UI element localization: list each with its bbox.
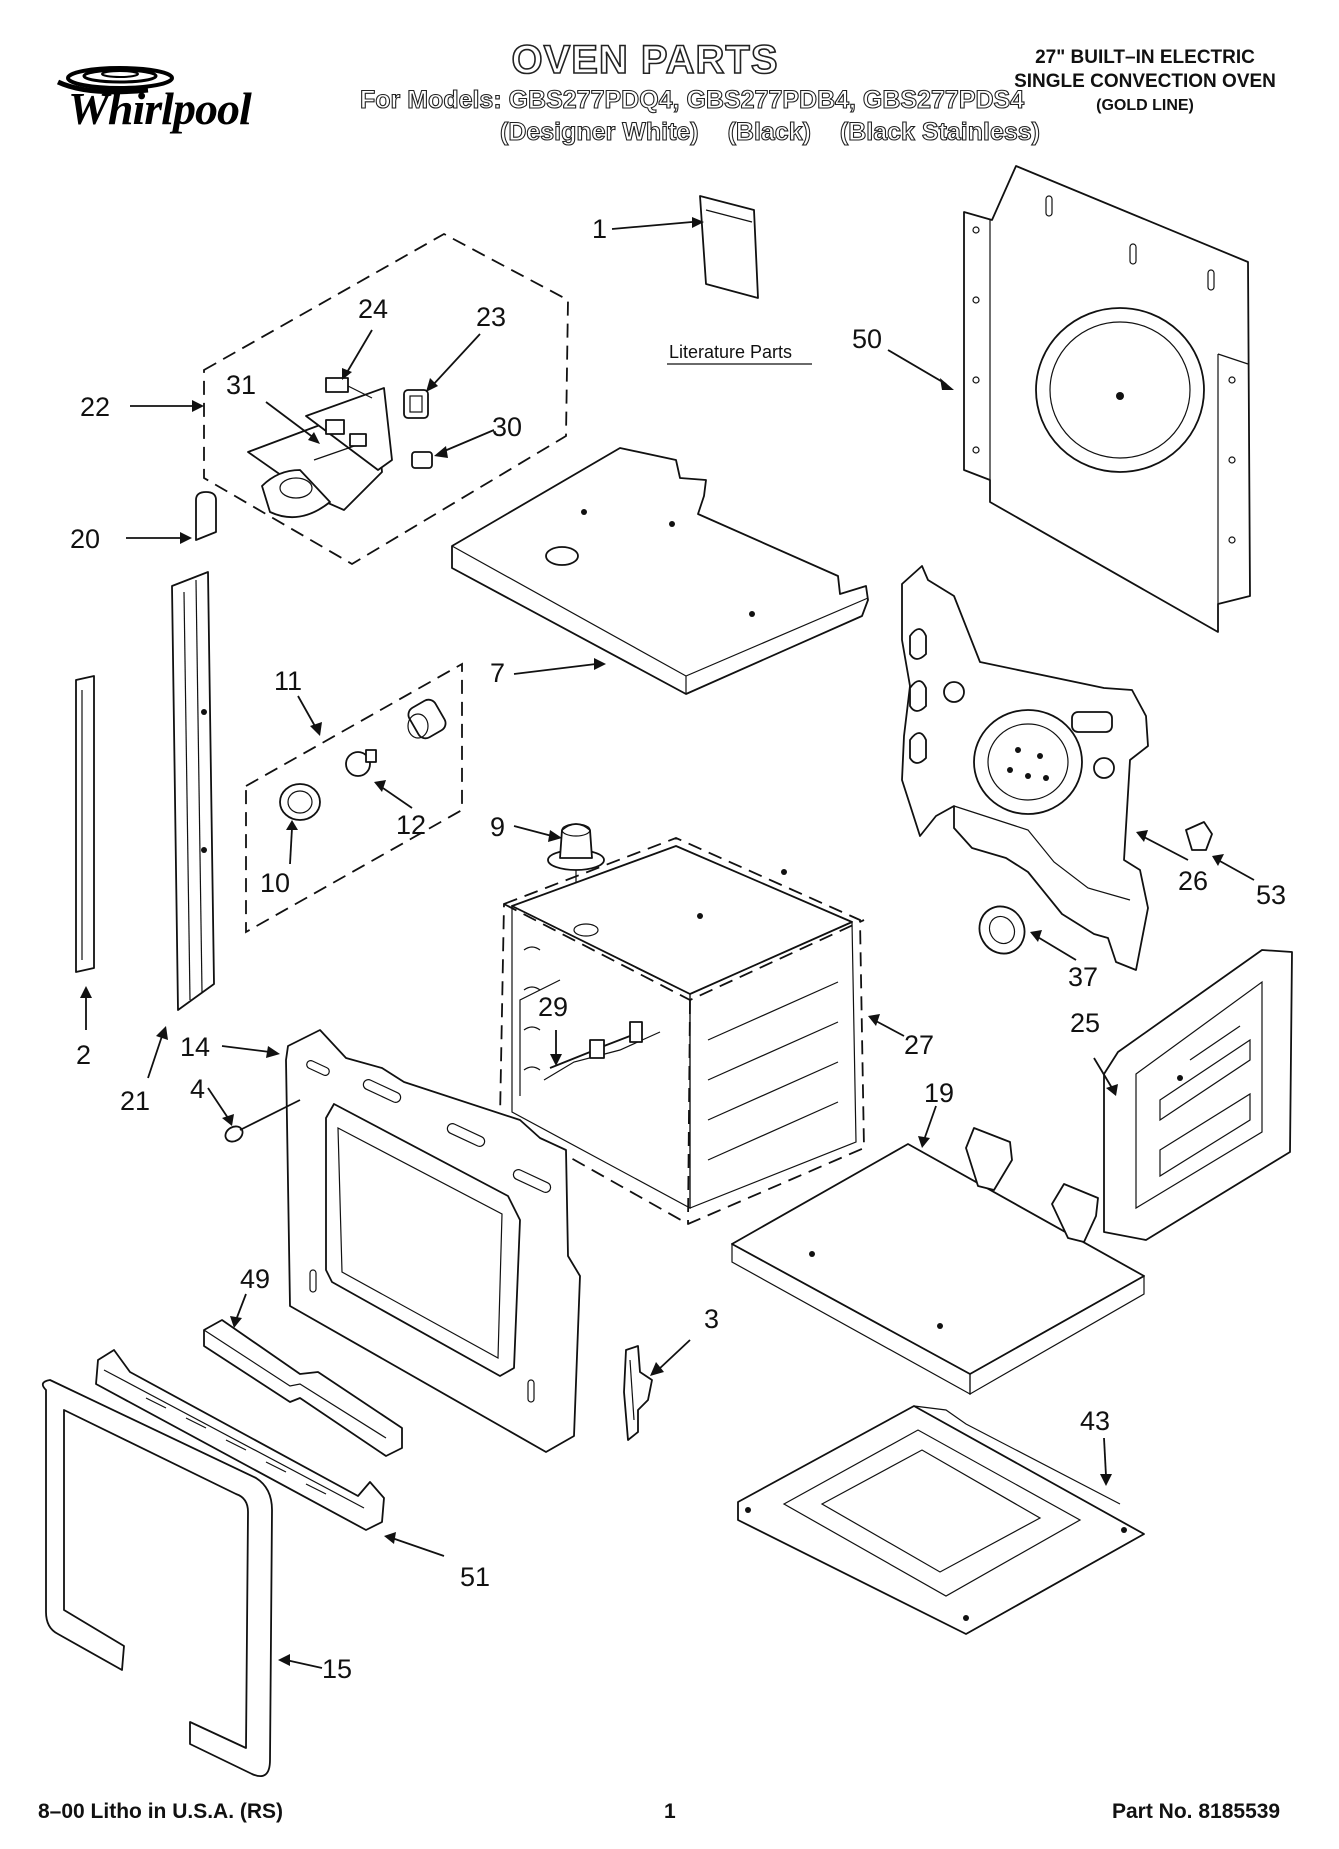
part-number: Part No. 8185539	[1112, 1800, 1281, 1823]
model-variants: (Designer White) (Black) (Black Stainles…	[499, 117, 1040, 147]
part-20-clip	[126, 491, 217, 544]
callout-21: 21	[120, 1086, 150, 1116]
lamp-socket-icon	[407, 698, 447, 740]
part-15-gasket	[41, 1379, 323, 1778]
part-53-bracket	[1185, 821, 1255, 881]
litho-note: 8–00 Litho in U.S.A. (RS)	[38, 1800, 284, 1823]
part-23-relay-icon	[403, 389, 429, 419]
part-2-trim	[75, 675, 95, 1030]
product-line-2: SINGLE CONVECTION OVEN	[1014, 71, 1276, 92]
part-43-bottom-tray	[737, 1405, 1145, 1635]
part-11-lamp-assembly	[245, 662, 463, 934]
literature-parts-label: Literature Parts	[669, 342, 792, 362]
part-49-bracket	[203, 1293, 403, 1457]
part-4-screw	[207, 1087, 301, 1143]
page-title: OVEN PARTS	[511, 37, 779, 83]
callout-10: 10	[260, 868, 290, 898]
part-50-rear-panel	[887, 165, 1251, 633]
callout-14: 14	[180, 1032, 210, 1062]
callout-9: 9	[490, 812, 505, 842]
callout-51: 51	[460, 1562, 490, 1592]
callout-12: 12	[396, 810, 426, 840]
callout-15: 15	[322, 1654, 352, 1684]
product-description: 27" BUILT–IN ELECTRIC SINGLE CONVECTION …	[980, 46, 1310, 118]
brand-wordmark: Whirlpool	[68, 83, 252, 134]
callout-22: 22	[80, 392, 110, 422]
callout-24: 24	[358, 294, 388, 324]
callout-7: 7	[490, 658, 505, 688]
whirlpool-logo: Whirlpool	[28, 56, 284, 156]
variant-designer-white: (Designer White)	[499, 117, 699, 146]
part-37-gasket	[978, 905, 1077, 961]
part-12-bulb-icon	[345, 751, 371, 777]
models-line: For Models: GBS277PDQ4, GBS277PDB4, GBS2…	[359, 85, 1025, 114]
part-19-bottom-panel	[731, 1105, 1145, 1396]
part-27-oven-cavity	[499, 837, 905, 1226]
part-24-switch-icon	[325, 377, 349, 393]
callout-25: 25	[1070, 1008, 1100, 1038]
part-21-side-trim	[147, 571, 215, 1079]
callout-30: 30	[492, 412, 522, 442]
callout-43: 43	[1080, 1406, 1110, 1436]
part-3-bracket	[623, 1339, 691, 1441]
callout-19: 19	[924, 1078, 954, 1108]
callout-53: 53	[1256, 880, 1286, 910]
callout-23: 23	[476, 302, 506, 332]
part-26-side-panel	[901, 565, 1189, 971]
callout-3: 3	[704, 1304, 719, 1334]
swirl-logo-icon	[56, 66, 174, 95]
callout-49: 49	[240, 1264, 270, 1294]
part-9-motor-mount	[513, 823, 605, 910]
callout-2: 2	[76, 1040, 91, 1070]
variant-black-stainless: (Black Stainless)	[839, 117, 1040, 146]
callout-26: 26	[1178, 866, 1208, 896]
callout-1: 1	[592, 214, 607, 244]
callout-37: 37	[1068, 962, 1098, 992]
product-line-3: (GOLD LINE)	[1096, 97, 1194, 114]
page-number: 1	[664, 1800, 676, 1823]
part-29-element	[549, 1021, 643, 1069]
variant-black: (Black)	[727, 117, 811, 146]
part-30-fuse-icon	[411, 451, 433, 469]
part-14-front-frame	[221, 1029, 581, 1453]
callout-4: 4	[190, 1074, 205, 1104]
callout-27: 27	[904, 1030, 934, 1060]
callout-20: 20	[70, 524, 100, 554]
callout-11: 11	[274, 666, 302, 696]
part-1-literature	[611, 195, 759, 299]
callout-50: 50	[852, 324, 882, 354]
callout-29: 29	[538, 992, 568, 1022]
part-10-lens-icon	[279, 783, 321, 821]
callout-31: 31	[226, 370, 256, 400]
part-7-top-panel	[451, 447, 869, 695]
part-22-bracket-assembly	[130, 232, 569, 566]
part-51-kick-plate	[95, 1349, 445, 1557]
part-25-side-shield	[1093, 949, 1293, 1241]
product-line-1: 27" BUILT–IN ELECTRIC	[1035, 47, 1255, 68]
